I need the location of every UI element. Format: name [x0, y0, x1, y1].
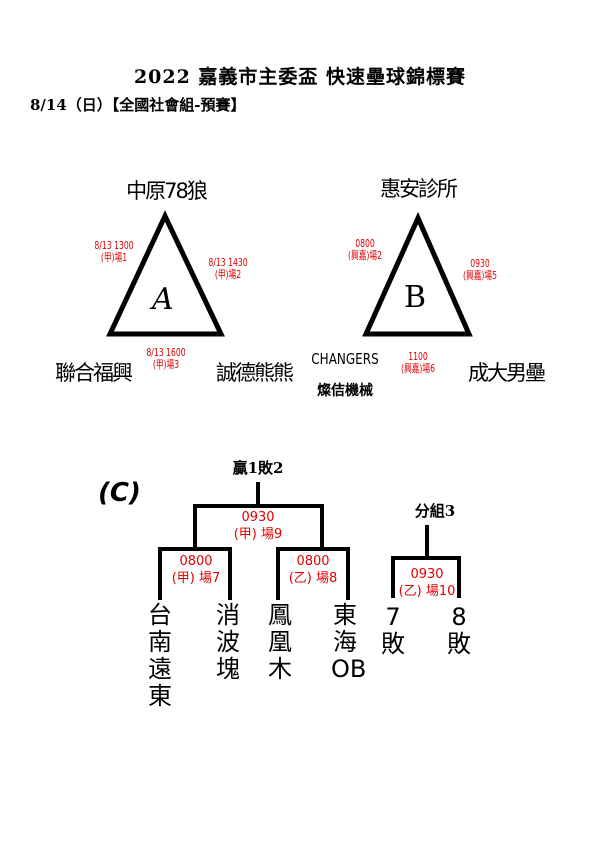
group-c-team: 鳳凰木 [268, 601, 292, 683]
group-c-team: 消波塊 [216, 601, 240, 683]
game-time: 8/13 1600 [146, 346, 186, 359]
game-time: 0930 [410, 567, 444, 582]
game-time: 8/13 1430 [208, 256, 248, 269]
group-c-final-label: 贏1敗2 [232, 459, 284, 477]
game-field: (甲) 場7 [171, 571, 221, 586]
group-a-game-right: 8/13 1430(甲)場2 [208, 257, 247, 281]
game-field: (甲) 場9 [233, 527, 283, 542]
game-field: (甲)場2 [214, 268, 242, 281]
group-a-letter: A [152, 282, 174, 317]
group-a-triangle [106, 210, 225, 337]
game-time: 0800 [355, 237, 375, 250]
group-c-third-label: 分組3 [414, 502, 456, 520]
group-c-label: (C) [98, 478, 141, 508]
group-b-team-left-zh: 燦佶機械 [317, 383, 373, 399]
game-time: 8/13 1300 [94, 239, 134, 252]
team-seed: 8 [451, 603, 467, 631]
group-b-team-top: 惠安診所 [380, 177, 458, 201]
group-c-team: 東海OB [331, 601, 367, 683]
game-time: 0930 [241, 510, 275, 525]
group-b-game-right: 0930(興嘉)場5 [463, 258, 497, 282]
group-c-semi-right-game: 0800 (乙) 場8 [289, 553, 338, 587]
group-a-game-bottom: 8/13 1600(甲)場3 [146, 347, 185, 371]
group-a-team-left: 聯合福興 [55, 361, 133, 385]
group-b-game-left: 0800(興嘉)場2 [348, 238, 382, 262]
group-b-team-left-en: CHANGERS [311, 350, 379, 368]
group-a-team-right: 誠德熊熊 [216, 361, 294, 385]
game-time: 0800 [179, 554, 213, 569]
game-field: (甲)場3 [152, 358, 180, 371]
page-subtitle: 8/14（日）【全國社會組-預賽】 [30, 96, 246, 114]
group-a-game-left: 8/13 1300(甲)場1 [94, 240, 133, 264]
group-c-bracket [158, 482, 461, 600]
group-c-third-game: 0930 (乙) 場10 [399, 566, 456, 600]
game-time: 0800 [296, 554, 330, 569]
group-b-letter: B [404, 280, 427, 315]
team-result: 敗 [447, 630, 471, 658]
group-b-game-bottom: 1100(興嘉)場6 [401, 351, 435, 375]
page-title: 2022 嘉義市主委盃 快速壘球錦標賽 [133, 66, 467, 88]
game-field: (甲)場1 [100, 251, 128, 264]
group-b-triangle [362, 211, 473, 337]
game-field: (興嘉)場6 [400, 362, 436, 375]
game-field: (乙) 場10 [398, 584, 456, 599]
game-field: (興嘉)場2 [347, 249, 383, 262]
game-field: (興嘉)場5 [462, 269, 498, 282]
game-time: 1100 [408, 350, 428, 363]
group-c-semi-left-game: 0800 (甲) 場7 [172, 553, 221, 587]
group-c-team: 台南遠東 [148, 601, 172, 710]
group-b-team-right: 成大男壘 [468, 361, 546, 385]
game-time: 0930 [470, 257, 490, 270]
team-result: 敗 [381, 630, 405, 658]
group-c-final-game: 0930 (甲) 場9 [234, 509, 283, 543]
team-seed: 7 [385, 603, 401, 631]
game-field: (乙) 場8 [288, 571, 338, 586]
group-a-team-top: 中原78狼 [126, 179, 208, 203]
